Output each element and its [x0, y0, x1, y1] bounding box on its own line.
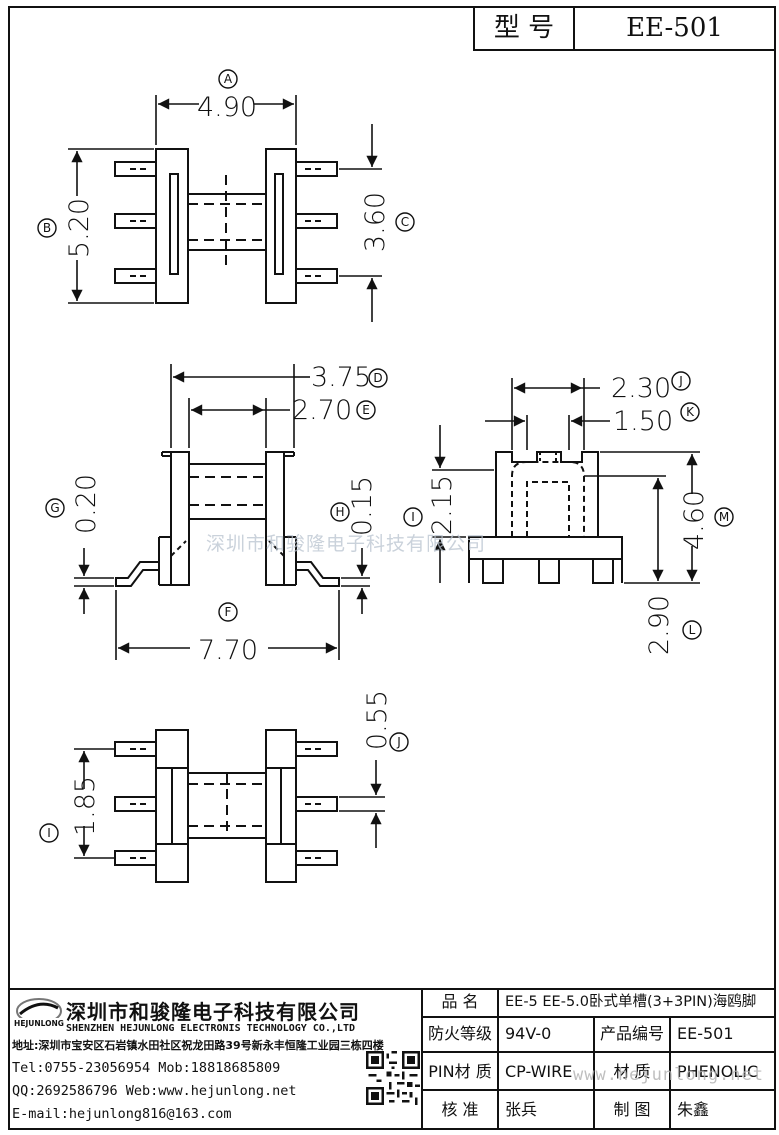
company-tel: Tel:0755-23056954 Mob:18818685809 [12, 1060, 281, 1076]
value-approved: 张兵 [505, 1100, 538, 1119]
dim-M-value: 4.60 [679, 490, 710, 550]
dim-I-side-value: 2.15 [427, 475, 458, 535]
value-product-code: EE-501 [677, 1024, 734, 1043]
dim-E-value: 2.70 [292, 395, 352, 426]
company-name-en: SHENZHEN HEJUNLONG ELECTRONIS TECHNOLOGY… [66, 1023, 355, 1034]
label-pin-material: PIN材 质 [428, 1062, 492, 1081]
dim-L-value: 2.90 [644, 595, 675, 655]
label-material: 材 质 [613, 1062, 651, 1081]
footer-title-block: HEJUNLONG 深圳市和骏隆电子科技有限公司 SHENZHEN HEJUNL… [8, 988, 776, 1130]
letter-K: K [686, 405, 695, 419]
dim-I-bottom-value: 1.85 [70, 776, 101, 836]
label-approved: 核 准 [441, 1100, 479, 1119]
value-fire-rating: 94V-0 [505, 1024, 552, 1043]
letter-G: G [50, 501, 59, 515]
footer-watermark: www.hejunlong.net [573, 1065, 764, 1085]
letter-L: L [689, 623, 696, 637]
label-product-code: 产品编号 [599, 1024, 664, 1043]
drawing-frame [8, 6, 776, 1130]
side-view [468, 451, 623, 584]
company-email: E-mail:hejunlong816@163.com [12, 1106, 232, 1122]
letter-B: B [43, 221, 51, 235]
dim-D-value: 3.75 [311, 362, 371, 393]
title-block: 型 号 EE-501 [473, 6, 776, 51]
logo-text: HEJUNLONG [14, 1019, 64, 1028]
letter-I-bottom: I [47, 826, 51, 840]
letter-J-bottom: J [396, 735, 401, 749]
company-qq-web: QQ:2692586796 Web:www.hejunlong.net [12, 1083, 297, 1099]
letter-J-side: J [678, 374, 683, 388]
qr-code [366, 1051, 420, 1105]
dim-A-value: 4.90 [197, 92, 257, 123]
letter-C: C [401, 215, 409, 229]
top-view [114, 148, 338, 304]
dim-G-value: 0.20 [71, 474, 102, 534]
letter-D: D [373, 371, 382, 385]
company-logo: HEJUNLONG [14, 998, 64, 1028]
bottom-view [114, 729, 338, 883]
label-fire-rating: 防火等级 [427, 1024, 492, 1043]
letter-M: M [719, 510, 729, 524]
label-drawn: 制 图 [613, 1100, 651, 1119]
letter-A: A [224, 72, 233, 86]
title-label: 型 号 [493, 13, 555, 43]
dim-J-side-value: 2.30 [611, 373, 671, 404]
dim-B-value: 5.20 [64, 198, 95, 258]
dim-H-value: 0.15 [347, 476, 378, 536]
front-view [115, 451, 340, 587]
letter-E: E [362, 403, 370, 417]
dim-F-value: 7.70 [198, 635, 258, 666]
dim-C-value: 3.60 [360, 192, 391, 252]
model-number: EE-501 [626, 13, 723, 43]
company-address: 地址:深圳市宝安区石岩镇水田社区祝龙田路39号新永丰恒隆工业园三栋四楼 [12, 1039, 384, 1052]
watermark: 深圳市和骏隆电子科技有限公司 [206, 533, 487, 555]
value-product-name: EE-5 EE-5.0卧式单槽(3+3PIN)海鸥脚 [505, 994, 757, 1010]
company-name-cn: 深圳市和骏隆电子科技有限公司 [66, 1000, 360, 1024]
letter-I-side: I [411, 510, 415, 524]
value-material: PHENOLIC [677, 1062, 759, 1081]
letter-F: F [225, 605, 232, 619]
value-pin-material: CP-WIRE [505, 1062, 573, 1081]
value-drawn: 朱鑫 [677, 1100, 710, 1119]
label-product-name: 品 名 [441, 992, 479, 1011]
dim-K-value: 1.50 [613, 406, 673, 437]
dim-J-bottom-value: 0.55 [362, 690, 393, 750]
letter-H: H [335, 505, 344, 519]
